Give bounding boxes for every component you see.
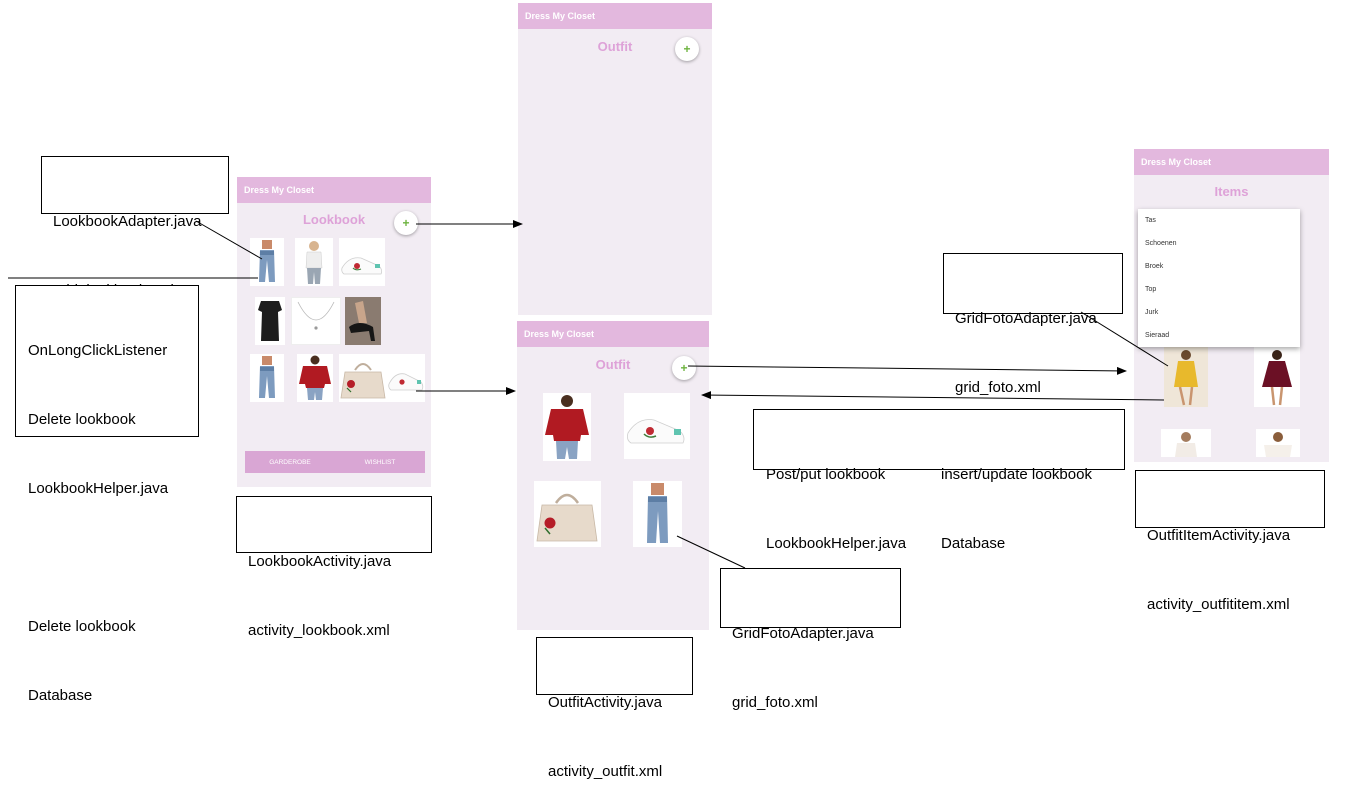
outfit-item-bag[interactable] bbox=[534, 481, 601, 547]
screen-title: Lookbook bbox=[302, 212, 366, 227]
outfit-empty-screen: Dress My Closet Outfit + bbox=[518, 3, 712, 315]
lookbook-screen: Dress My Closet Lookbook + bbox=[237, 177, 431, 487]
note-outfititem-activity: OutfitItemActivity.java activity_outfiti… bbox=[1135, 470, 1325, 613]
app-bar: Dress My Closet bbox=[1134, 149, 1329, 175]
note-post-put: Post/put lookbook LookbookHelper.java in… bbox=[753, 409, 1125, 552]
lookbook-item-jeans[interactable] bbox=[250, 238, 284, 286]
offshoulder-top-image bbox=[1264, 432, 1292, 457]
note-line: LookbookHelper.java bbox=[766, 535, 907, 552]
bottom-navigation: GARDEROBE WISHLIST bbox=[245, 451, 425, 473]
nav-garderobe[interactable]: GARDEROBE bbox=[269, 458, 311, 466]
lookbook-item-top[interactable] bbox=[295, 238, 333, 286]
screen-title: Outfit bbox=[597, 39, 633, 54]
app-bar: Dress My Closet bbox=[517, 321, 709, 347]
item-white-top[interactable] bbox=[1161, 429, 1211, 457]
outfit-screen: Dress My Closet Outfit + bbox=[517, 321, 709, 630]
jeans-image bbox=[647, 483, 668, 543]
note-line: grid_foto.xml bbox=[732, 694, 818, 711]
app-title: Dress My Closet bbox=[525, 11, 596, 21]
necklace-image bbox=[297, 301, 335, 330]
lookbook-item-jeans-2[interactable] bbox=[250, 354, 284, 402]
note-line: Delete lookbook bbox=[28, 411, 136, 428]
sneaker-image bbox=[627, 419, 685, 444]
note-line: Database bbox=[28, 687, 93, 704]
menu-item-sieraad[interactable]: Sieraad bbox=[1145, 332, 1170, 339]
note-line: GridFotoAdapter.java bbox=[955, 310, 1097, 327]
red-blouse-image bbox=[299, 355, 331, 400]
burgundy-dress-image bbox=[1262, 350, 1292, 406]
note-outfit-activity: OutfitActivity.java activity_outfit.xml bbox=[536, 637, 693, 780]
sneaker-image bbox=[388, 373, 424, 391]
lookbook-item-sneaker-2[interactable] bbox=[387, 354, 425, 402]
sneaker-image bbox=[341, 257, 383, 275]
add-item-button[interactable]: + bbox=[672, 356, 696, 380]
outfit-item-sneaker[interactable] bbox=[624, 393, 690, 459]
items-screen: Dress My Closet Items Tas Schoenen Broek… bbox=[1134, 149, 1329, 462]
note-line: activity_lookbook.xml bbox=[248, 622, 390, 639]
lookbook-item-sneaker[interactable] bbox=[339, 238, 385, 286]
red-blouse-image bbox=[545, 395, 589, 459]
note-line: OnLongClickListener bbox=[28, 342, 168, 359]
note-line: OutfitItemActivity.java bbox=[1147, 527, 1291, 544]
jeans-image bbox=[259, 356, 275, 398]
nav-wishlist[interactable]: WISHLIST bbox=[364, 458, 396, 466]
white-top-image bbox=[305, 241, 323, 284]
yellow-dress-image bbox=[1174, 350, 1198, 406]
note-line: activity_outfititem.xml bbox=[1147, 596, 1290, 613]
heels-image bbox=[345, 297, 381, 345]
note-line: activity_outfit.xml bbox=[548, 763, 663, 780]
lookbook-item-heels[interactable] bbox=[345, 297, 381, 345]
note-gridfoto-items: GridFotoAdapter.java grid_foto.xml bbox=[943, 253, 1123, 396]
outfit-item-jeans[interactable] bbox=[633, 481, 682, 547]
app-bar: Dress My Closet bbox=[518, 3, 712, 29]
lookbook-item-red-blouse[interactable] bbox=[297, 354, 333, 402]
lookbook-item-necklace[interactable] bbox=[291, 297, 341, 345]
item-yellow-dress[interactable] bbox=[1164, 347, 1208, 407]
jeans-image bbox=[259, 240, 275, 282]
note-line: Database bbox=[941, 535, 1006, 552]
app-title: Dress My Closet bbox=[524, 329, 595, 339]
handbag-image bbox=[340, 363, 386, 399]
menu-item-schoenen[interactable]: Schoenen bbox=[1145, 240, 1177, 247]
note-lookbook-activity: LookbookActivity.java activity_lookbook.… bbox=[236, 496, 432, 639]
lookbook-item-bag[interactable] bbox=[339, 354, 387, 402]
note-line bbox=[28, 546, 187, 569]
item-burgundy-dress[interactable] bbox=[1254, 347, 1300, 407]
note-long-click: OnLongClickListener Delete lookbook Look… bbox=[15, 285, 199, 704]
note-line: LookbookActivity.java bbox=[248, 553, 392, 570]
screen-title: Items bbox=[1214, 184, 1249, 199]
menu-item-top[interactable]: Top bbox=[1145, 286, 1157, 293]
note-gridfoto-outfit: GridFotoAdapter.java grid_foto.xml bbox=[720, 568, 901, 711]
note-line: OutfitActivity.java bbox=[548, 694, 662, 711]
item-offshoulder-top[interactable] bbox=[1256, 429, 1300, 457]
note-line: Post/put lookbook bbox=[766, 466, 886, 483]
note-lookbook-adapter: LookbookAdapter.java grid_lookbook.xml bbox=[41, 156, 229, 299]
app-title: Dress My Closet bbox=[1141, 157, 1212, 167]
menu-item-broek[interactable]: Broek bbox=[1145, 263, 1164, 270]
app-title: Dress My Closet bbox=[244, 185, 315, 195]
note-line: LookbookHelper.java bbox=[28, 480, 169, 497]
note-line: GridFotoAdapter.java bbox=[732, 625, 874, 642]
black-dress-image bbox=[258, 301, 282, 341]
white-top-image bbox=[1175, 432, 1197, 457]
category-dropdown: Tas Schoenen Broek Top Jurk Sieraad bbox=[1138, 209, 1300, 347]
add-lookbook-button[interactable]: + bbox=[394, 211, 418, 235]
menu-item-tas[interactable]: Tas bbox=[1145, 217, 1156, 224]
menu-item-jurk[interactable]: Jurk bbox=[1145, 309, 1159, 316]
note-line: grid_foto.xml bbox=[955, 379, 1041, 396]
app-bar: Dress My Closet bbox=[237, 177, 431, 203]
note-line: LookbookAdapter.java bbox=[53, 213, 202, 230]
screen-title: Outfit bbox=[595, 357, 631, 372]
note-line: insert/update lookbook bbox=[941, 466, 1092, 483]
lookbook-item-dress[interactable] bbox=[255, 297, 285, 345]
handbag-image bbox=[536, 493, 598, 542]
note-line: Delete lookbook bbox=[28, 618, 136, 635]
add-item-button[interactable]: + bbox=[675, 37, 699, 61]
outfit-item-red-blouse[interactable] bbox=[543, 393, 591, 461]
